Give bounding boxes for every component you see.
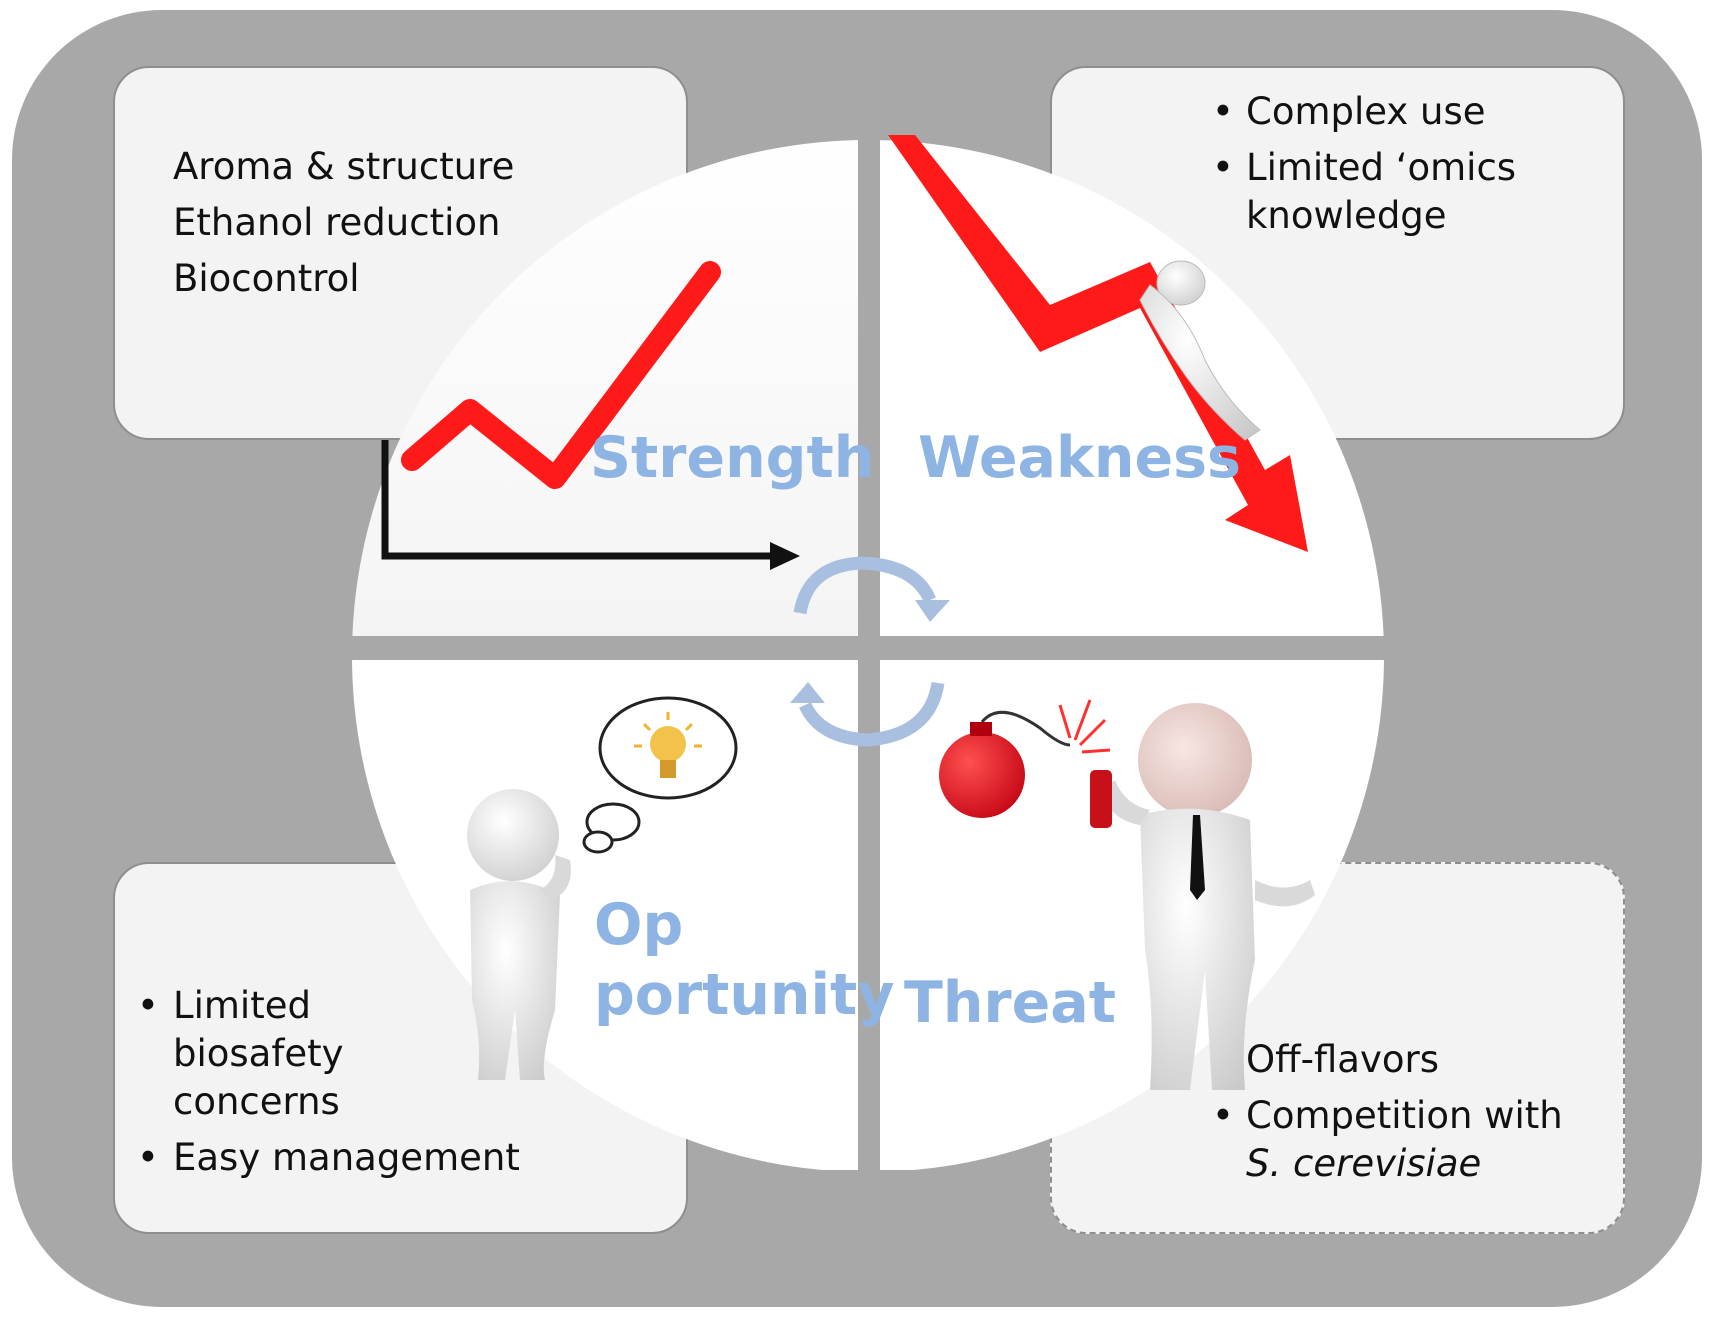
threat-label: Threat — [904, 970, 1116, 1036]
rising-trend-chart-icon — [381, 261, 800, 570]
opportunity-label-line2: portunity — [594, 962, 895, 1028]
falling-arrow-with-figure-icon — [888, 135, 1308, 552]
opportunity-item: Limited biosafety concerns — [137, 982, 473, 1126]
threat-item: Competition with S. cerevisiae — [1212, 1092, 1613, 1188]
opportunity-item: Easy management — [137, 1134, 676, 1182]
thinking-figure-lightbulb-icon — [467, 696, 738, 1080]
strength-item: Biocontrol — [173, 257, 360, 300]
threat-quadrant — [880, 660, 1384, 1170]
opportunity-label-line1: Op — [594, 892, 684, 958]
weakness-item: Complex use — [1212, 88, 1603, 136]
cycle-arrowhead-icon — [790, 682, 825, 703]
weakness-label: Weakness — [918, 425, 1241, 491]
vertical-divider — [858, 120, 880, 1180]
opportunity-label: Op portunity — [594, 890, 895, 1030]
figure-lighting-bomb-icon — [939, 699, 1315, 1090]
strength-label: Strength — [590, 425, 875, 491]
threat-item-species: S. cerevisiae — [1246, 1142, 1482, 1185]
threat-item-text: Competition with — [1246, 1094, 1563, 1137]
cycle-arrowhead-icon — [915, 600, 950, 622]
cycle-arrows-icon — [793, 556, 945, 747]
weakness-item: Limited ‘omics knowledge — [1212, 144, 1603, 240]
strength-item: Ethanol reduction — [173, 201, 501, 244]
strength-item: Aroma & structure — [173, 145, 515, 188]
